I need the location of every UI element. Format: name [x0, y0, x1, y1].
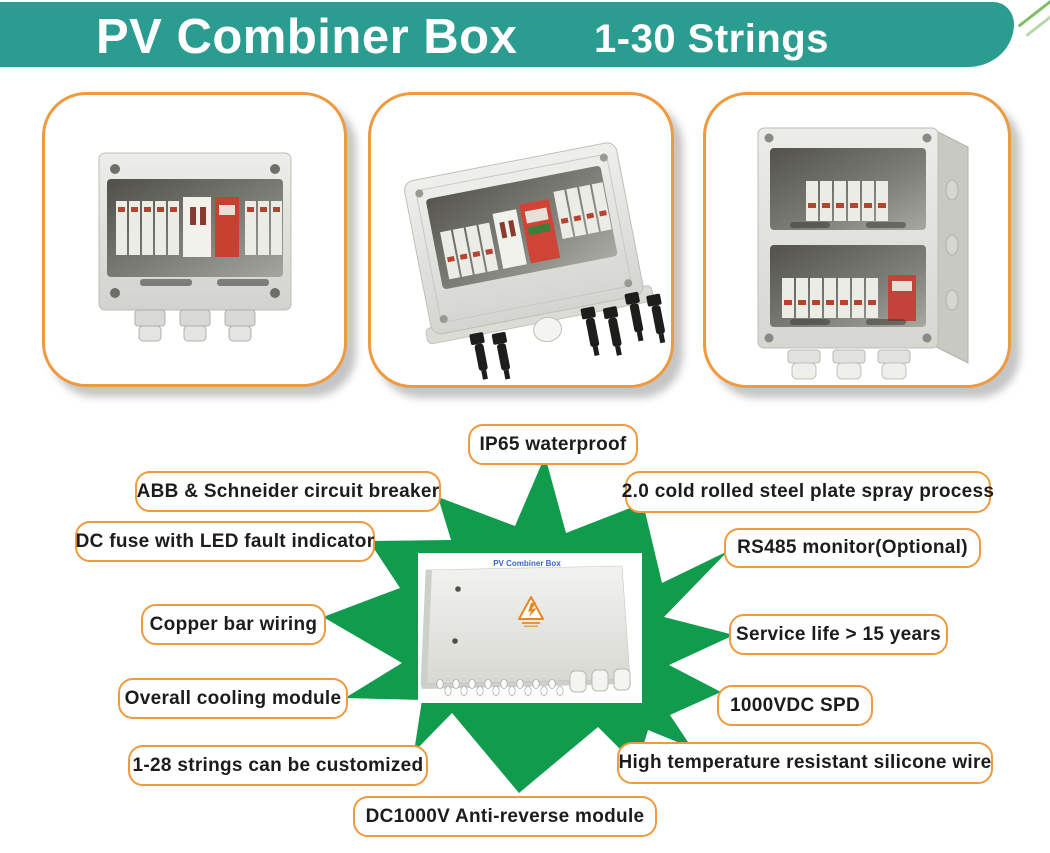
large-glands: [569, 668, 631, 693]
feature-label: DC1000V Anti-reverse module: [365, 805, 645, 827]
feature-anti-reverse-module: DC1000V Anti-reverse module: [353, 796, 657, 837]
product-card-tall-view: [703, 92, 1011, 388]
feature-label: Service life > 15 years: [736, 623, 941, 645]
combiner-box-photo-front: [98, 152, 292, 342]
feature-ip65-waterproof: IP65 waterproof: [468, 424, 638, 465]
cable-glands: [134, 309, 256, 342]
feature-label: Overall cooling module: [124, 687, 342, 709]
feature-label: RS485 monitor(Optional): [737, 537, 968, 558]
feature-rs485-monitor: RS485 monitor(Optional): [724, 528, 981, 568]
header-banner: PV Combiner Box 1-30 Strings: [0, 2, 1014, 67]
feature-label: IP65 waterproof: [479, 433, 627, 455]
breaker-row-upper: [806, 181, 888, 221]
feature-steel-plate-spray: 2.0 cold rolled steel plate spray proces…: [621, 471, 995, 513]
product-card-angled-view: [368, 92, 674, 388]
mc4-connectors: [469, 291, 666, 380]
feature-copper-bar-wiring: Copper bar wiring: [141, 604, 326, 645]
feature-label: ABB & Schneider circuit breaker: [136, 480, 440, 502]
feature-strings-customized: 1-28 strings can be customized: [128, 745, 428, 786]
white-cable-gland: [533, 316, 563, 343]
feature-label: Copper bar wiring: [149, 613, 318, 635]
feature-label: 2.0 cold rolled steel plate spray proces…: [621, 481, 995, 502]
feature-abb-schneider-breaker: ABB & Schneider circuit breaker: [135, 471, 441, 512]
feature-label: DC fuse with LED fault indicator: [75, 530, 375, 552]
breaker-row: [440, 182, 612, 280]
feature-label: 1000VDC SPD: [729, 694, 861, 716]
page-subtitle: 1-30 Strings: [594, 17, 829, 61]
product-card-front-view: [42, 92, 347, 387]
corner-stripe-decoration: [1025, 10, 1050, 37]
breaker-row: [116, 197, 282, 257]
feature-cooling-module: Overall cooling module: [118, 678, 348, 719]
combiner-box-photo-center: PV Combiner Box: [420, 559, 631, 696]
center-product-photo: PV Combiner Box: [418, 553, 642, 703]
feature-dc-fuse-led: DC fuse with LED fault indicator: [75, 521, 375, 562]
cable-glands: [787, 349, 911, 380]
corner-stripe-decoration: [1017, 0, 1050, 28]
feature-label: High temperature resistant silicone wire: [618, 752, 992, 773]
combiner-box-photo-tall: [757, 127, 969, 380]
feature-label: 1-28 strings can be customized: [132, 754, 424, 776]
feature-1000vdc-spd: 1000VDC SPD: [717, 685, 873, 726]
feature-service-life: Service life > 15 years: [729, 614, 948, 655]
feature-silicone-wire: High temperature resistant silicone wire: [617, 742, 993, 784]
breaker-row-lower: [782, 275, 916, 321]
combiner-box-photo-angled: [404, 142, 666, 380]
center-photo-label: PV Combiner Box: [493, 559, 561, 568]
page-title: PV Combiner Box: [96, 10, 518, 64]
